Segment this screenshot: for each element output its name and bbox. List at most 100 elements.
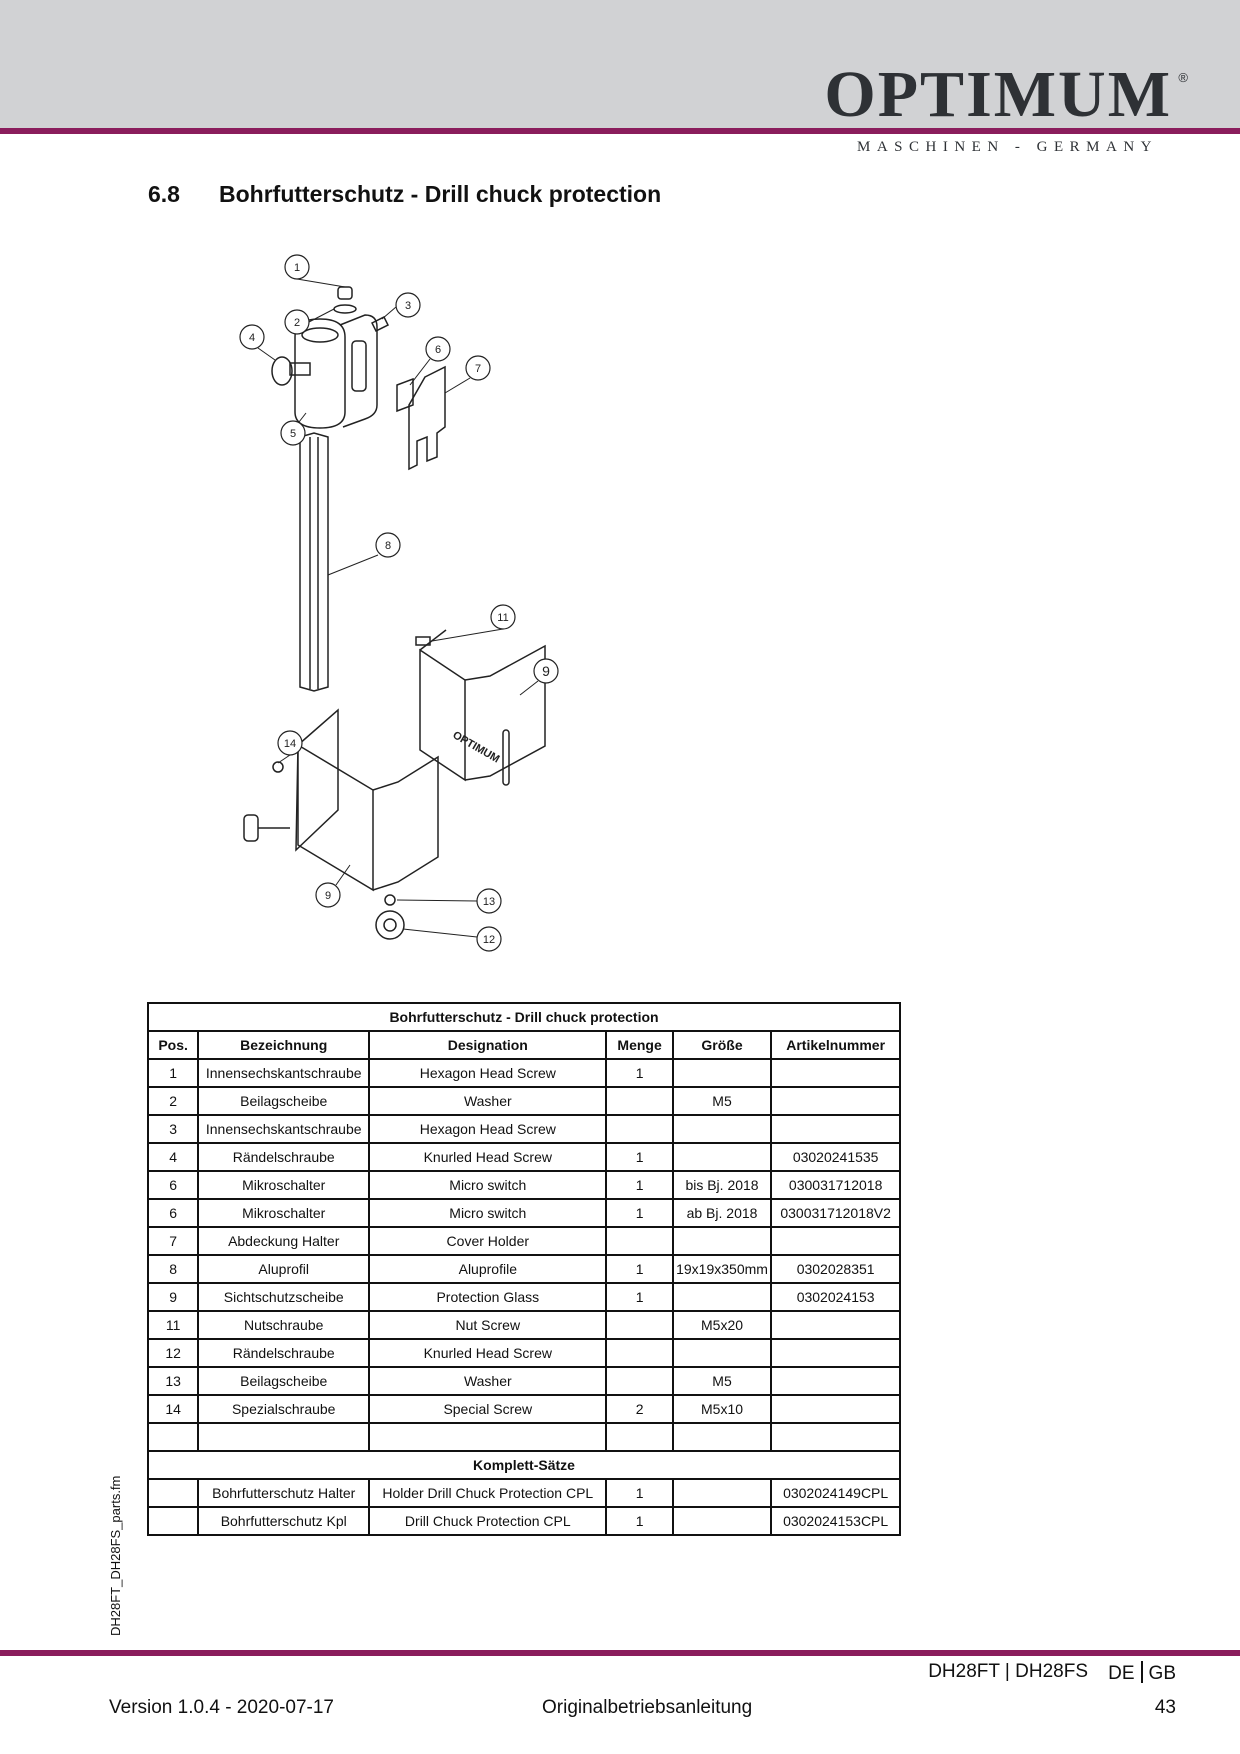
cell-designation: Aluprofile [368, 1254, 608, 1284]
cell-artikelnummer [770, 1366, 901, 1396]
table-title-row: Bohrfutterschutz - Drill chuck protectio… [147, 1002, 901, 1032]
cell-artikelnummer: 0302024153 [770, 1282, 901, 1312]
cell-pos: 6 [146, 1198, 200, 1228]
cell-pos: 14 [146, 1394, 200, 1424]
cell-artikelnummer [770, 1058, 901, 1088]
cell-groesse: M5x20 [671, 1310, 773, 1340]
cell-pos: 6 [146, 1170, 200, 1200]
svg-text:13: 13 [483, 896, 495, 908]
header-rule [0, 128, 1240, 134]
cell-artikelnummer [770, 1310, 901, 1340]
cell-menge: 1 [605, 1058, 674, 1088]
cell-artikelnummer [770, 1226, 901, 1256]
cell-bezeichnung: Spezialschraube [197, 1394, 371, 1424]
cell-pos [146, 1478, 200, 1508]
cell-groesse [671, 1282, 773, 1312]
callout-11: 11 [490, 604, 516, 630]
callout-1: 1 [284, 254, 310, 280]
cell-menge: 1 [605, 1198, 674, 1228]
lang-de: DE [1108, 1663, 1135, 1684]
cell-pos: 11 [146, 1310, 200, 1340]
svg-text:3: 3 [405, 300, 411, 312]
callout-7: 7 [465, 355, 491, 381]
cell-bezeichnung: Innensechskantschraube [197, 1114, 371, 1144]
part-protection-plate-lower [295, 708, 339, 852]
cell-pos: 9 [146, 1282, 200, 1312]
cell-artikelnummer: 030031712018V2 [770, 1198, 901, 1228]
cell-designation: Hexagon Head Screw [368, 1058, 608, 1088]
cell-artikelnummer [770, 1114, 901, 1144]
lang-separator [1140, 1661, 1143, 1683]
brand-logo: OPTIMUM [824, 58, 1172, 131]
cell-groesse: bis Bj. 2018 [671, 1170, 773, 1200]
source-file-label: DH28FT_DH28FS_parts.fm [108, 1475, 123, 1636]
version-label: Version 1.0.4 - 2020-07-17 [109, 1697, 334, 1718]
brand-tagline: MASCHINEN - GERMANY [856, 139, 1158, 155]
table-title: Bohrfutterschutz - Drill chuck protectio… [147, 1002, 901, 1032]
part-washer-13 [384, 894, 396, 906]
section-title: Bohrfutterschutz - Drill chuck protectio… [219, 181, 662, 207]
col-header-menge: Menge [605, 1030, 674, 1060]
callout-6: 6 [425, 336, 451, 362]
registered-mark: ® [1178, 70, 1188, 85]
cell-groesse: M5 [671, 1366, 773, 1396]
part-switch-6 [396, 377, 414, 413]
cell-artikelnummer: 0302024153CPL [770, 1506, 901, 1536]
cell-artikelnummer: 0302024149CPL [770, 1478, 901, 1508]
svg-text:9: 9 [325, 890, 331, 902]
cell-groesse [671, 1338, 773, 1368]
cell-menge: 1 [605, 1478, 674, 1508]
cell-designation [368, 1422, 608, 1452]
cell-menge [605, 1422, 674, 1452]
cell-bezeichnung: Nutschraube [197, 1310, 371, 1340]
cell-bezeichnung: Abdeckung Halter [197, 1226, 371, 1256]
callout-2: 2 [284, 309, 310, 335]
cell-groesse [671, 1114, 773, 1144]
svg-text:9: 9 [542, 663, 550, 679]
cell-pos: 8 [146, 1254, 200, 1284]
callout-5: 5 [280, 420, 306, 446]
cell-designation: Knurled Head Screw [368, 1338, 608, 1368]
cell-artikelnummer [770, 1338, 901, 1368]
cell-groesse [671, 1506, 773, 1536]
cell-menge [605, 1114, 674, 1144]
cell-bezeichnung [197, 1422, 371, 1452]
cell-menge [605, 1366, 674, 1396]
callout-4: 4 [239, 324, 265, 350]
part-screw-14 [272, 761, 284, 773]
cell-bezeichnung: Mikroschalter [197, 1170, 371, 1200]
cell-menge [605, 1338, 674, 1368]
cell-designation: Cover Holder [368, 1226, 608, 1256]
col-header-bezeichnung: Bezeichnung [197, 1030, 371, 1060]
cell-bezeichnung: Bohrfutterschutz Halter [197, 1478, 371, 1508]
table-header-row: Pos. Bezeichnung Designation Menge Größe… [146, 1030, 901, 1060]
manual-type-label: Originalbetriebsanleitung [542, 1697, 753, 1718]
callout-14: 14 [277, 730, 303, 756]
part-cover-7 [408, 365, 446, 471]
parts-table: Bohrfutterschutz - Drill chuck protectio… [146, 1002, 901, 1536]
cell-designation: Hexagon Head Screw [368, 1114, 608, 1144]
page-number: 43 [1154, 1697, 1176, 1718]
cell-artikelnummer [770, 1422, 901, 1452]
part-screw-3 [370, 315, 390, 333]
cell-pos: 2 [146, 1086, 200, 1116]
callout-13: 13 [476, 888, 502, 914]
callout-9-lower: 9 [315, 882, 341, 908]
part-screw-11 [415, 636, 431, 646]
cell-groesse: 19x19x350mm [671, 1254, 773, 1284]
cell-pos: 1 [146, 1058, 200, 1088]
model-label: DH28FT | DH28FS [928, 1661, 1088, 1682]
svg-text:7: 7 [475, 363, 481, 375]
